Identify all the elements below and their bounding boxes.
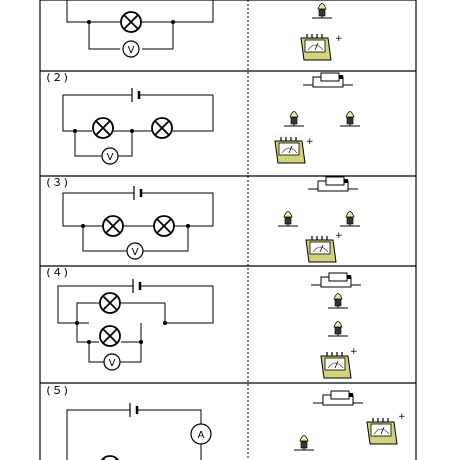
plus-terminal-label: + (335, 231, 343, 241)
voltmeter-symbol: V (132, 247, 139, 258)
bulb-icon (99, 292, 121, 314)
apparatus-3: + (277, 176, 361, 263)
voltmeter-device-icon (300, 33, 332, 61)
apparatus-4: + (310, 272, 362, 379)
circuit-diagram-2: V (62, 88, 214, 165)
bulb-holder-icon (327, 293, 349, 309)
voltmeter-device-icon (274, 136, 306, 164)
plus-terminal-label: + (398, 412, 406, 422)
circuit-diagram-1: V (66, 0, 214, 58)
voltmeter-device-icon (320, 351, 352, 379)
question-label-5: (５) (45, 384, 69, 397)
apparatus-2: + (274, 72, 361, 164)
apparatus-5: + (293, 390, 406, 451)
battery-holder-icon (310, 272, 362, 288)
voltmeter-symbol: V (109, 358, 116, 369)
battery-holder-icon (302, 72, 354, 88)
circuit-diagram-3: V (62, 186, 214, 260)
bulb-icon (151, 117, 173, 139)
bulb-holder-icon (277, 211, 299, 227)
bulb-holder-icon (293, 435, 315, 451)
bulb-icon (99, 325, 121, 347)
ammeter-symbol: A (198, 430, 205, 441)
battery-holder-icon (307, 176, 359, 192)
circuit-diagram-4: V (57, 279, 214, 371)
question-label-3: (３) (45, 176, 69, 189)
plus-terminal-label: + (306, 137, 314, 147)
voltmeter-symbol: V (128, 45, 135, 56)
question-label-4: (４) (45, 266, 69, 279)
circuit-diagram-5: A (66, 403, 212, 460)
bulb-holder-icon (283, 111, 305, 127)
question-label-2: (２) (45, 71, 69, 84)
bulb-icon (153, 215, 175, 237)
ammeter-device-icon (366, 417, 398, 445)
bulb-holder-icon (339, 211, 361, 227)
bulb-holder-icon (339, 111, 361, 127)
bulb-icon (102, 215, 124, 237)
voltmeter-icon (126, 242, 144, 260)
voltmeter-device-icon (305, 235, 337, 263)
apparatus-1: + (300, 3, 343, 61)
bulb-icon (120, 11, 142, 33)
bulb-holder-icon (311, 3, 333, 19)
bulb-icon (99, 455, 121, 460)
bulb-icon (92, 117, 114, 139)
plus-terminal-label: + (350, 347, 358, 357)
voltmeter-symbol: V (107, 152, 114, 163)
battery-holder-icon (312, 390, 364, 406)
voltmeter-icon (122, 40, 140, 58)
ammeter-icon (190, 423, 212, 445)
bulb-holder-icon (327, 321, 349, 337)
voltmeter-icon (103, 353, 121, 371)
voltmeter-icon (101, 147, 119, 165)
plus-terminal-label: + (335, 34, 343, 44)
